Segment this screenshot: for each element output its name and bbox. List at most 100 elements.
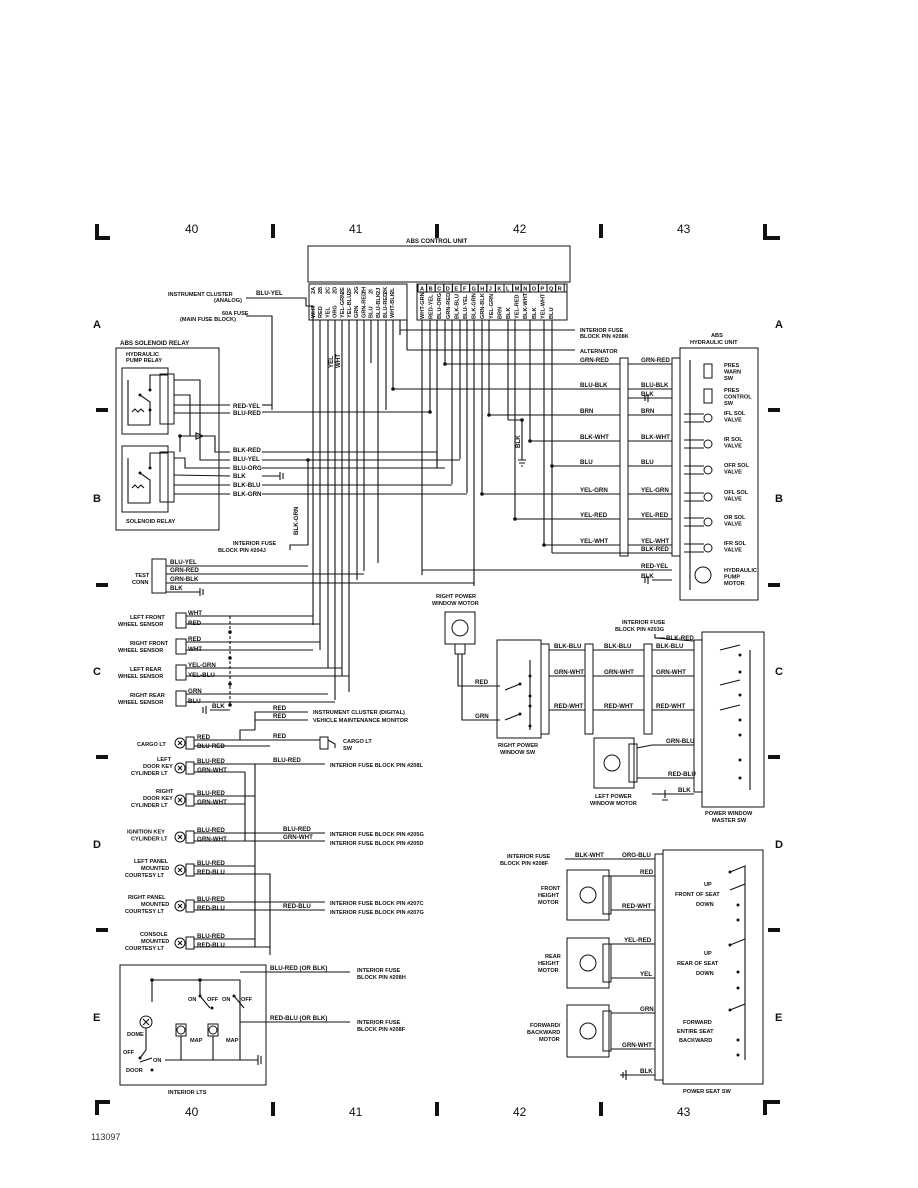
grid-row-left: C	[93, 666, 101, 678]
abs-solenoid-relay: ABS SOLENOID RELAY HYDRAULIC PUMP RELAY …	[115, 340, 231, 531]
grid-col-top: 41	[349, 222, 363, 236]
wire-label: BLU-RED	[197, 933, 225, 940]
abs-pin-id: A	[420, 287, 424, 293]
abs-pin-wire: YEL-GRN	[489, 294, 495, 319]
wire-label: BLU-RED	[273, 757, 301, 764]
fwd-motor-label: MOTOR	[539, 1037, 560, 1043]
interior-fuse-204j-label: INTERIOR FUSE	[233, 541, 276, 547]
fuse-208l-label: INTERIOR FUSE BLOCK PIN #208L	[330, 763, 424, 769]
abs-pin-id: 2B	[318, 287, 324, 294]
cargo-lt-label: CARGO LT	[137, 742, 166, 748]
light-label: COURTESY LT	[125, 909, 165, 915]
abs-pin-id: 2C	[325, 287, 331, 294]
wire-label: YEL-GRN	[580, 487, 608, 494]
abs-pin-wire: GRN-BLK	[480, 293, 486, 319]
grid-row-right: D	[775, 839, 783, 851]
wire-label-blk-sensor: BLK	[212, 703, 225, 710]
instrument-cluster-digital-label: INSTRUMENT CLUSTER (DIGITAL)	[313, 710, 405, 716]
abs-pin-wire: YEL	[325, 307, 331, 318]
wire-label: RED-YEL	[233, 403, 260, 410]
sensor-label: WHEEL SENSOR	[118, 674, 163, 680]
lts-fuse-208f-label: BLOCK PIN #208F	[357, 1027, 406, 1033]
wire-label: BLU-RED	[197, 860, 225, 867]
instrument-cluster-analog-label: INSTRUMENT CLUSTER	[168, 292, 233, 298]
abs-pin-wire: WHT-GRN	[420, 292, 426, 319]
hydraulic-component-label: OFL SOL	[724, 490, 749, 496]
wire-label: BLK-RED	[666, 635, 694, 642]
wire-label: RED	[475, 679, 489, 686]
seat-sw-label: DOWN	[696, 902, 714, 908]
abs-pin-wire: RED	[318, 306, 324, 318]
abs-pin-id: 2I	[369, 289, 375, 294]
wire-label: RED-BLU	[197, 869, 225, 876]
wire-label: GRN	[640, 1006, 654, 1013]
power-seat: INTERIOR FUSE BLOCK PIN #208F BLK-WHT OR…	[500, 849, 764, 1095]
hydraulic-component-label: VALVE	[724, 497, 742, 503]
test-connector: TEST CONN BLU-YEL GRN-RED GRN-BLK BLK	[132, 558, 474, 596]
wire-label: GRN-BLU	[666, 738, 695, 745]
fuse-205g-label: INTERIOR FUSE BLOCK PIN #205G	[330, 832, 424, 838]
wire-label: YEL	[640, 971, 652, 978]
wire-label: RED	[273, 733, 287, 740]
seat-sw-label: BACKWARD	[679, 1038, 712, 1044]
wire-label: YEL-WHT	[641, 538, 669, 545]
wire-label: BLK	[640, 1068, 653, 1075]
light-label: IGNITION KEY	[127, 830, 165, 836]
light-label: LEFT	[157, 757, 172, 763]
wire-label: YEL-GRN	[641, 487, 669, 494]
abs-pin-id: J	[489, 287, 492, 293]
wire-label-blu-yel-top: BLU-YEL	[256, 290, 283, 297]
cargo-lt-sw-label: SW	[343, 746, 353, 752]
abs-pin-wire: BLU-ORG	[437, 293, 443, 319]
lts-fuse-208h-label: INTERIOR FUSE	[357, 968, 400, 974]
grid-row-left: D	[93, 839, 101, 851]
wire-label: RED-WHT	[554, 703, 583, 710]
wire-label: GRN-RED	[580, 357, 609, 364]
front-height-motor-label: FRONT	[541, 886, 561, 892]
wire-label-blk-grn-vert: BLK-GRN	[293, 506, 300, 535]
abs-pin-id: H	[480, 287, 484, 293]
abs-pin-id: P	[540, 287, 544, 293]
wire-label: BLU-ORG	[233, 465, 262, 472]
wire-label: BLU-RED	[197, 827, 225, 834]
wire-label: YEL-WHT	[580, 538, 608, 545]
wire-label: BLU-BLK	[641, 382, 669, 389]
wire-label: RED-YEL	[641, 563, 668, 570]
abs-pin-id: R	[558, 287, 562, 293]
abs-pin-wire: YEL-RED	[515, 294, 521, 319]
grid-col-top: 43	[677, 222, 691, 236]
wire-label: RED-BLU	[197, 942, 225, 949]
light-label: MOUNTED	[141, 866, 169, 872]
fuse-207g-label: INTERIOR FUSE BLOCK PIN #207G	[330, 910, 424, 916]
wire-label: GRN	[475, 713, 489, 720]
wire-label: ORG-BLU	[622, 852, 651, 859]
hydraulic-component-label: MOTOR	[724, 581, 745, 587]
grid-col-top: 40	[185, 222, 199, 236]
seat-sw-label: FRONT OF SEAT	[675, 892, 720, 898]
hydraulic-component-label: VALVE	[724, 522, 742, 528]
abs-pin-wire: BLK-WHT	[523, 292, 529, 319]
abs-pin-wire: GRN-RED	[446, 293, 452, 319]
light-label: COURTESY LT	[125, 946, 165, 952]
abs-pin-id: 2D	[333, 287, 339, 294]
wire-label: BLK-WHT	[575, 852, 604, 859]
sensor-label: RIGHT FRONT	[130, 641, 169, 647]
hydraulic-component-label: CONTROL	[724, 395, 752, 401]
hydraulic-component-label: WARN	[724, 370, 741, 376]
abs-pin-wire: BLU-YEL	[463, 294, 469, 319]
abs-pin-wire: BLK	[506, 308, 512, 320]
seat-sw-label: UP	[704, 951, 712, 957]
fuse-203g-label: INTERIOR FUSE	[622, 620, 665, 626]
relay-wire-labels: RED-YEL BLU-RED BLK-RED BLU-YEL BLU-ORG …	[218, 403, 467, 554]
fuse-208f-seat-label: INTERIOR FUSE	[507, 854, 550, 860]
wire-label: BLU-YEL	[233, 456, 260, 463]
seat-sw-label: REAR OF SEAT	[677, 961, 719, 967]
wire-label: GRN-BLK	[170, 576, 199, 583]
abs-pin-id: F	[463, 287, 467, 293]
grid-labels: 40 41 42 43 40 41 42 43 A B C D E A B C …	[93, 222, 783, 1119]
wire-label: BLK-BLU	[233, 482, 261, 489]
hydraulic-component-label: SW	[724, 376, 734, 382]
